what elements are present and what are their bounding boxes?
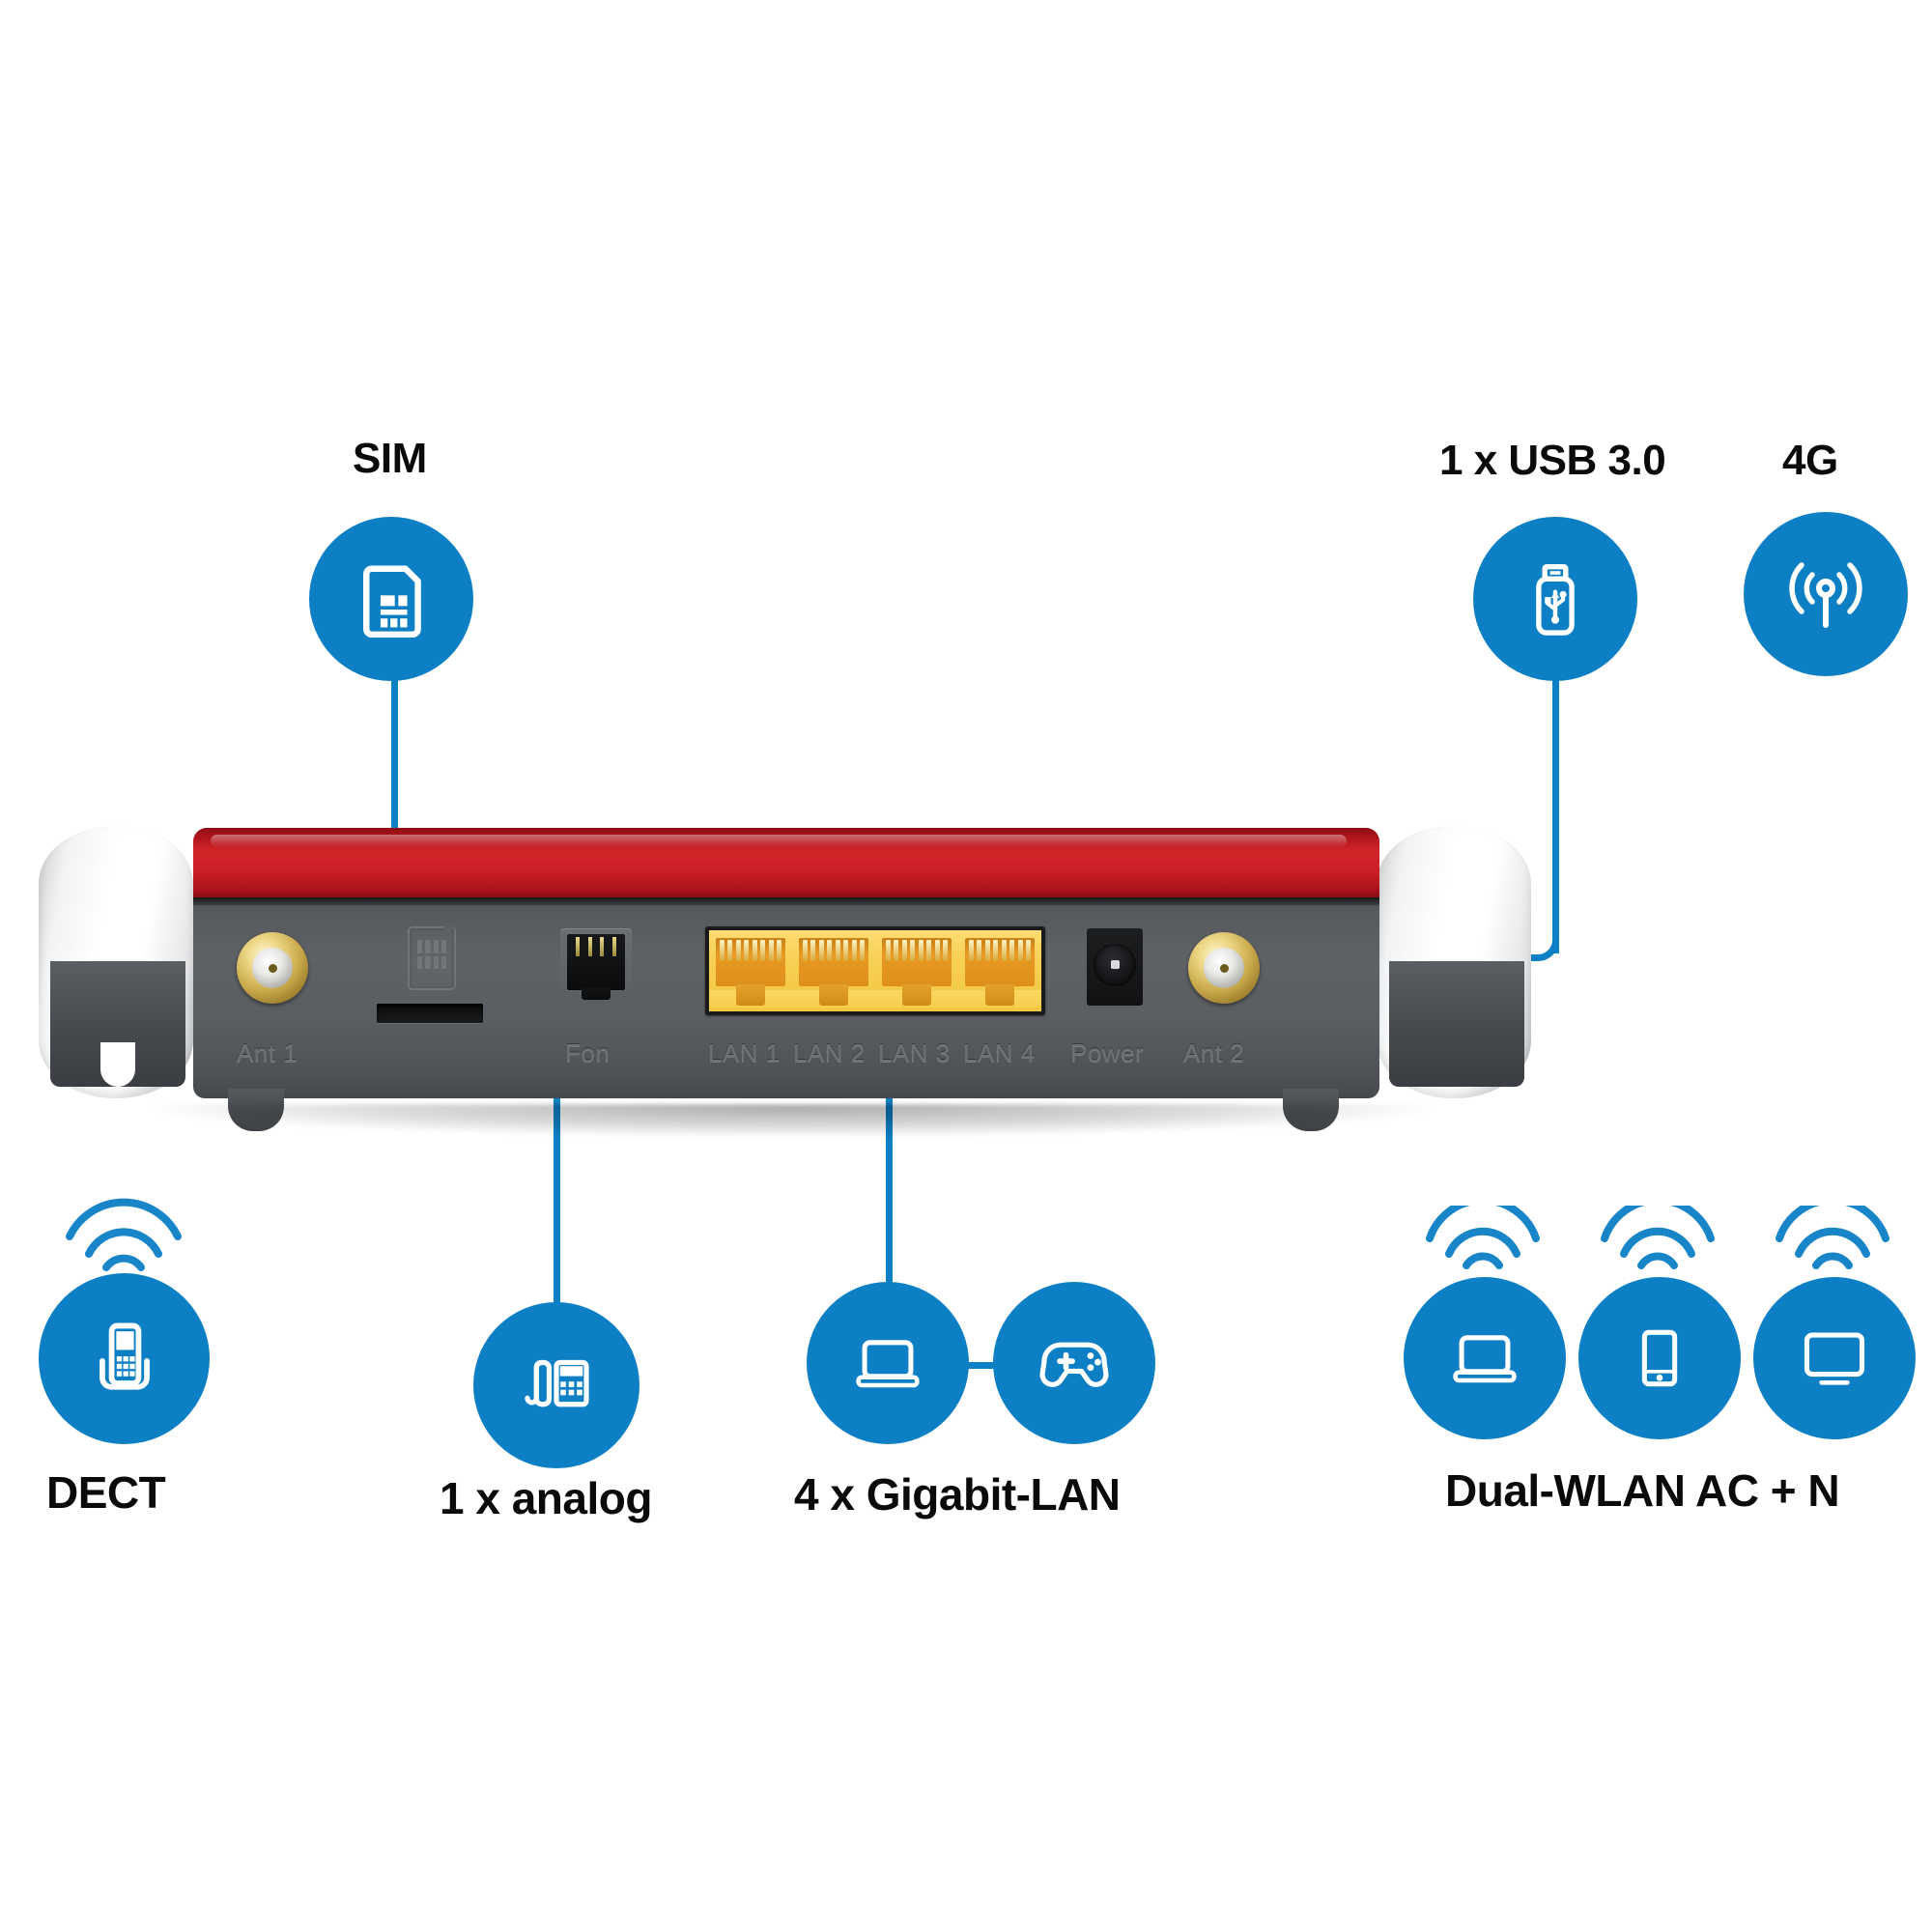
bubble-wlan-laptop[interactable]: [1404, 1277, 1566, 1439]
lan-port-4[interactable]: [958, 930, 1041, 1011]
router-back-panel: Ant 1 Fon LAN 1 LAN 2 LAN 3 LAN 4 Power …: [193, 897, 1379, 1098]
port-label-ant2: Ant 2: [1183, 1038, 1245, 1067]
bubble-dect[interactable]: [39, 1273, 210, 1444]
router-foot-left: [228, 1089, 284, 1131]
monitor-icon: [1804, 1332, 1865, 1385]
cell-antenna-icon: [1789, 562, 1862, 628]
lan-port-1[interactable]: [709, 930, 792, 1011]
connector-fon: [554, 1041, 560, 1307]
port-label-power: Power: [1070, 1038, 1145, 1067]
desk-phone-icon: [525, 1359, 589, 1407]
laptop-icon: [856, 1340, 920, 1388]
label-sim: SIM: [353, 435, 427, 482]
router-foot-right: [1283, 1089, 1339, 1131]
wifi-arcs-wlan-laptop: [1420, 1196, 1546, 1274]
fon-rj11-port[interactable]: [560, 928, 632, 1004]
wifi-arcs-wlan-phone: [1595, 1196, 1720, 1274]
wifi-arcs-dect: [56, 1198, 191, 1276]
bubble-4g[interactable]: [1744, 512, 1908, 676]
label-gigabit-lan: 4 x Gigabit-LAN: [794, 1469, 1121, 1520]
port-label-lan3: LAN 3: [878, 1038, 951, 1067]
port-label-lan1: LAN 1: [708, 1038, 781, 1067]
bubble-sim[interactable]: [309, 517, 473, 681]
antenna-connector-1[interactable]: [237, 932, 308, 1004]
laptop-icon: [1453, 1335, 1517, 1383]
connector-sim: [391, 541, 398, 937]
label-usb: 1 x USB 3.0: [1439, 437, 1666, 484]
bubble-analog[interactable]: [473, 1302, 639, 1468]
bubble-wlan-monitor[interactable]: [1753, 1277, 1916, 1439]
connector-usb-vertical: [1552, 541, 1559, 953]
bubble-lan-laptop[interactable]: [807, 1282, 969, 1444]
bubble-usb[interactable]: [1473, 517, 1637, 681]
usb-stick-icon: [1536, 564, 1575, 636]
port-label-lan4: LAN 4: [963, 1038, 1036, 1067]
gigabit-lan-port-block: [705, 926, 1045, 1015]
router-under-shell-left: [50, 961, 185, 1087]
connector-usb-elbow: [1516, 918, 1559, 961]
connector-lan-gamepad-link: [952, 1362, 1009, 1369]
lan-port-2[interactable]: [792, 930, 875, 1011]
router-drop-shadow: [155, 1104, 1430, 1137]
label-4g: 4G: [1782, 437, 1838, 484]
bubble-lan-gamepad[interactable]: [993, 1282, 1155, 1444]
antenna-connector-2[interactable]: [1188, 932, 1260, 1004]
sim-contacts-glyph: [417, 940, 446, 969]
router-red-top-strip: [193, 828, 1379, 899]
smartphone-icon: [1641, 1329, 1678, 1387]
router-device: Ant 1 Fon LAN 1 LAN 2 LAN 3 LAN 4 Power …: [39, 826, 1531, 1145]
sim-card-slot[interactable]: [377, 1004, 483, 1023]
label-analog: 1 x analog: [440, 1473, 652, 1523]
gamepad-icon: [1039, 1342, 1109, 1387]
cordless-phone-icon: [99, 1322, 150, 1390]
sim-card-engraving: [408, 926, 456, 990]
port-label-ant1: Ant 1: [237, 1038, 298, 1067]
label-dual-wlan: Dual-WLAN AC + N: [1445, 1465, 1840, 1516]
sim-card-icon: [363, 565, 421, 639]
power-jack[interactable]: [1087, 928, 1143, 1006]
label-dect: DECT: [46, 1467, 166, 1518]
port-label-lan2: LAN 2: [793, 1038, 866, 1067]
bubble-wlan-smartphone[interactable]: [1578, 1277, 1741, 1439]
port-label-fon: Fon: [565, 1038, 611, 1067]
connector-lan: [886, 1041, 893, 1307]
lan-port-3[interactable]: [875, 930, 958, 1011]
router-under-shell-right: [1389, 961, 1524, 1087]
wifi-arcs-wlan-monitor: [1770, 1196, 1895, 1274]
